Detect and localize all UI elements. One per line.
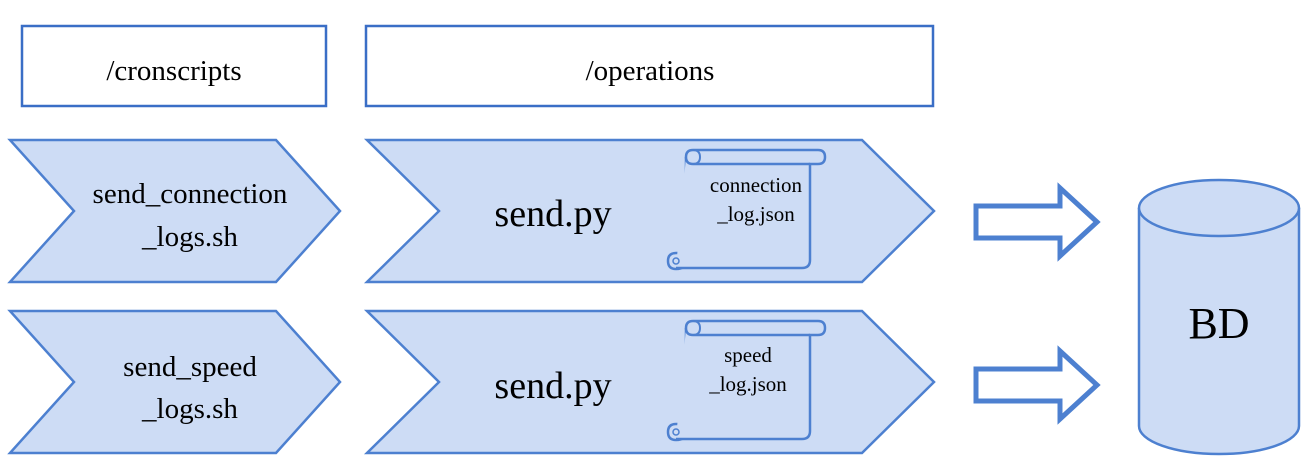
arrow-right-icon bbox=[973, 345, 1101, 425]
send-chevron-speed bbox=[363, 309, 936, 455]
database-cylinder-icon: BD bbox=[1137, 178, 1301, 456]
cron-script-line2: _logs.sh bbox=[141, 221, 238, 253]
file-name-line1: connection bbox=[710, 173, 803, 197]
file-name-line2: _log.json bbox=[708, 372, 787, 396]
header-cronscripts-label: /cronscripts bbox=[106, 55, 241, 87]
cron-script-line2: _logs.sh bbox=[141, 393, 238, 425]
send-chevron-connection bbox=[363, 138, 936, 284]
send-py-label: send.py bbox=[494, 365, 611, 407]
cron-chevron-connection bbox=[7, 138, 342, 284]
cron-chevron-speed bbox=[7, 309, 342, 455]
cron-script-line1: send_speed bbox=[123, 351, 257, 383]
scroll-file-icon bbox=[666, 148, 827, 271]
arrow-right-icon bbox=[973, 182, 1101, 262]
header-cronscripts: /cronscripts bbox=[20, 24, 328, 108]
send-py-label: send.py bbox=[494, 193, 611, 235]
database-label: BD bbox=[1188, 299, 1249, 348]
cron-script-line1: send_connection bbox=[93, 178, 288, 210]
file-name-line2: _log.json bbox=[716, 202, 795, 226]
file-name-line1: speed bbox=[724, 343, 772, 367]
header-operations: /operations bbox=[364, 24, 935, 108]
scroll-file-icon bbox=[666, 319, 827, 442]
header-operations-label: /operations bbox=[586, 55, 715, 87]
row-connection: send_connection _logs.sh send.py connect… bbox=[7, 138, 1101, 284]
row-speed: send_speed _logs.sh send.py speed _log.j… bbox=[7, 309, 1101, 455]
